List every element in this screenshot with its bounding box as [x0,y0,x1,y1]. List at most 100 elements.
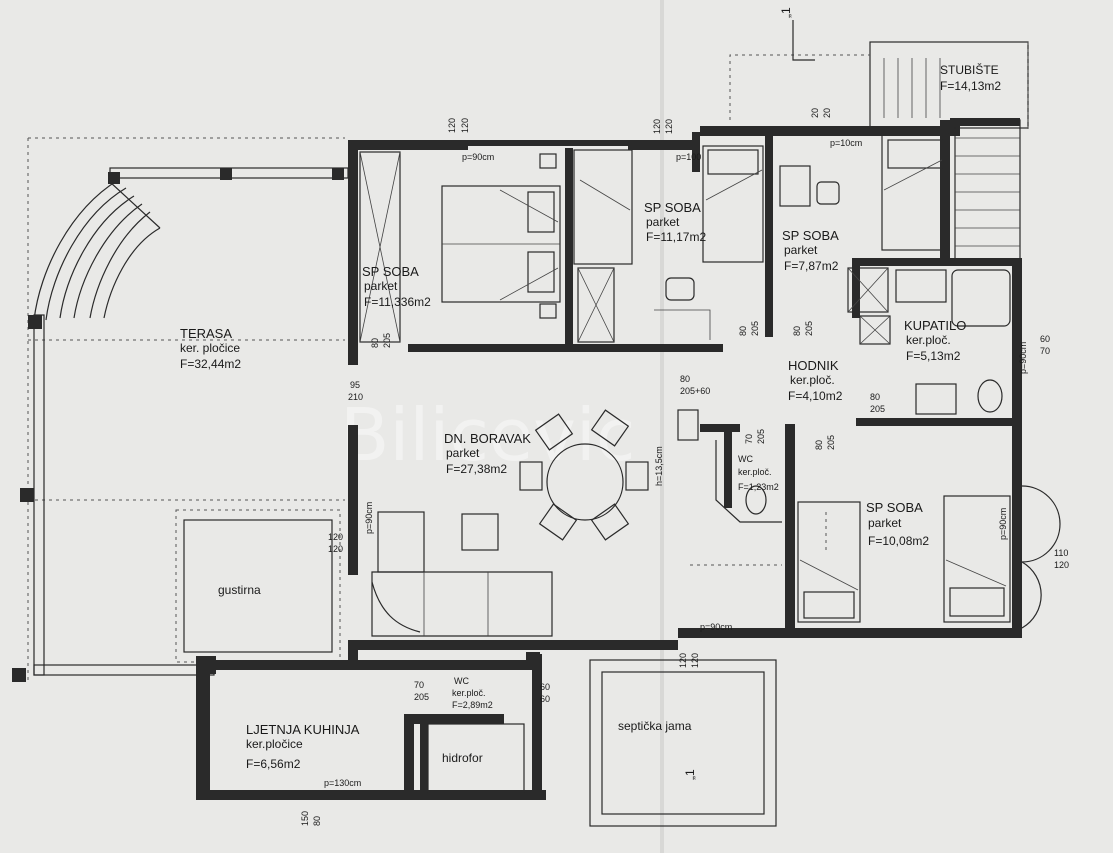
dim-label: 120 [328,544,343,554]
room-name: LJETNJA KUHINJA [246,722,360,737]
gustirna-tank [175,509,341,663]
section-mark: „1 [779,7,793,18]
hidrofor-label: hidrofor [442,751,483,765]
dim-label: p=90cm [998,508,1008,540]
room-floor: ker. pločice [180,341,240,355]
dim-label: 95 [350,380,360,390]
dim-label: 120 [678,653,688,668]
room-floor: parket [446,446,480,460]
dim-label: 120 [1054,560,1069,570]
room-area: F=1,23m2 [738,482,779,492]
room-stubiste: STUBIŠTE F=14,13m2 [940,62,1001,93]
room-name: SP SOBA [866,500,923,515]
section-mark: „1 [683,769,697,780]
dim-label: 70 [1040,346,1050,356]
room-name: SP SOBA [644,200,701,215]
room-boravak: DN. BORAVAK parket F=27,38m2 [444,431,531,476]
room-area: F=14,13m2 [940,79,1001,93]
dim-label: 205 [826,435,836,450]
room-kupatilo: KUPATILO ker.ploč. F=5,13m2 [904,318,966,363]
staircase [729,20,1029,261]
room-name: TERASA [180,326,232,341]
dim-label: 205 [804,321,814,336]
dim-label: p=100 [676,152,701,162]
watermark: Bilicevic [340,393,636,477]
wardrobe [359,151,401,343]
desk-chair-icon [779,165,840,207]
room-kuhinja: LJETNJA KUHINJA ker.pločice F=6,56m2 [246,722,360,771]
room-name: SP SOBA [782,228,839,243]
dim-label: 60 [540,694,550,704]
room-area: F=2,89m2 [452,700,493,710]
door-swing [1021,485,1061,629]
room-wc1: WC ker.ploč. F=1,23m2 [738,454,779,492]
dim-label: 60 [540,682,550,692]
septicka-label: septička jama [618,719,692,733]
dim-label: 20 [810,108,820,118]
dim-label: 150 [300,811,310,826]
room-area: F=27,38m2 [446,462,507,476]
room-area: F=5,13m2 [906,349,961,363]
room-floor: parket [868,516,902,530]
room-terasa: TERASA ker. pločice F=32,44m2 [180,326,241,371]
sofa-icon [371,511,553,637]
dim-label: h=13,5cm [654,446,664,486]
room-soba4: SP SOBA parket F=10,08m2 [866,500,929,548]
dim-label: 120 [664,119,674,134]
single-bed-icon [702,145,764,263]
room-wc2: WC ker.ploč. F=2,89m2 [452,676,493,710]
dim-label: p=90cm [1018,342,1028,374]
dim-label: 120 [690,653,700,668]
single-bed-icon [943,495,1011,623]
dim-label: p=10cm [830,138,862,148]
summer-kitchen-walls [196,652,546,800]
hidden-edge [690,512,827,566]
room-area: F=6,56m2 [246,757,301,771]
dim-label: 60 [1040,334,1050,344]
room-hodnik: HODNIK ker.ploč. F=4,10m2 [788,358,843,403]
dim-label: 70 [744,434,754,444]
room-area: F=10,08m2 [868,534,929,548]
dim-label: 70 [414,680,424,690]
room-area: F=11,336m2 [364,295,431,309]
dim-label: 120 [652,119,662,134]
bathroom-fixtures [847,267,1011,415]
wc-fixtures [715,440,782,523]
dim-label: 120 [447,118,457,133]
room-soba2: SP SOBA parket F=11,17m2 [644,200,706,244]
room-floor: parket [784,243,818,257]
dim-label: p=130cm [324,778,361,788]
chair-icon [654,277,711,340]
paper-fold [660,0,664,853]
dim-label: 205 [756,429,766,444]
interior-walls [408,120,1017,634]
dimension-labels: 120 120 p=90cm 120 120 p=100 20 20 p=10c… [300,7,1069,826]
dim-label: 80 [792,326,802,336]
room-name: KUPATILO [904,318,966,333]
dim-label: 80 [738,326,748,336]
dim-label: 205 [870,404,885,414]
dim-label: p=90cm [462,152,494,162]
dim-label: 210 [348,392,363,402]
dim-label: 205 [750,321,760,336]
room-floor: ker.ploč. [790,373,835,387]
room-floor: ker.ploč. [906,333,951,347]
single-bed-icon [881,133,949,251]
room-area: F=7,87m2 [784,259,839,273]
dim-label: 20 [822,108,832,118]
double-bed-icon [441,153,561,319]
dim-label: p=90cm [364,502,374,534]
room-soba3: SP SOBA parket F=7,87m2 [782,228,839,273]
chimney [677,409,699,441]
dining-table-icon [519,409,649,541]
dim-label: 80 [814,440,824,450]
single-bed-icon [797,501,861,623]
dim-label: p=90cm [700,622,732,632]
dim-label: 110 [1054,548,1068,558]
room-floor: ker.ploč. [452,688,486,698]
dim-label: 80 [870,392,880,402]
room-name: SP SOBA [362,264,419,279]
single-bed-icon [573,149,633,343]
room-area: F=32,44m2 [180,357,241,371]
room-floor: parket [646,215,680,229]
